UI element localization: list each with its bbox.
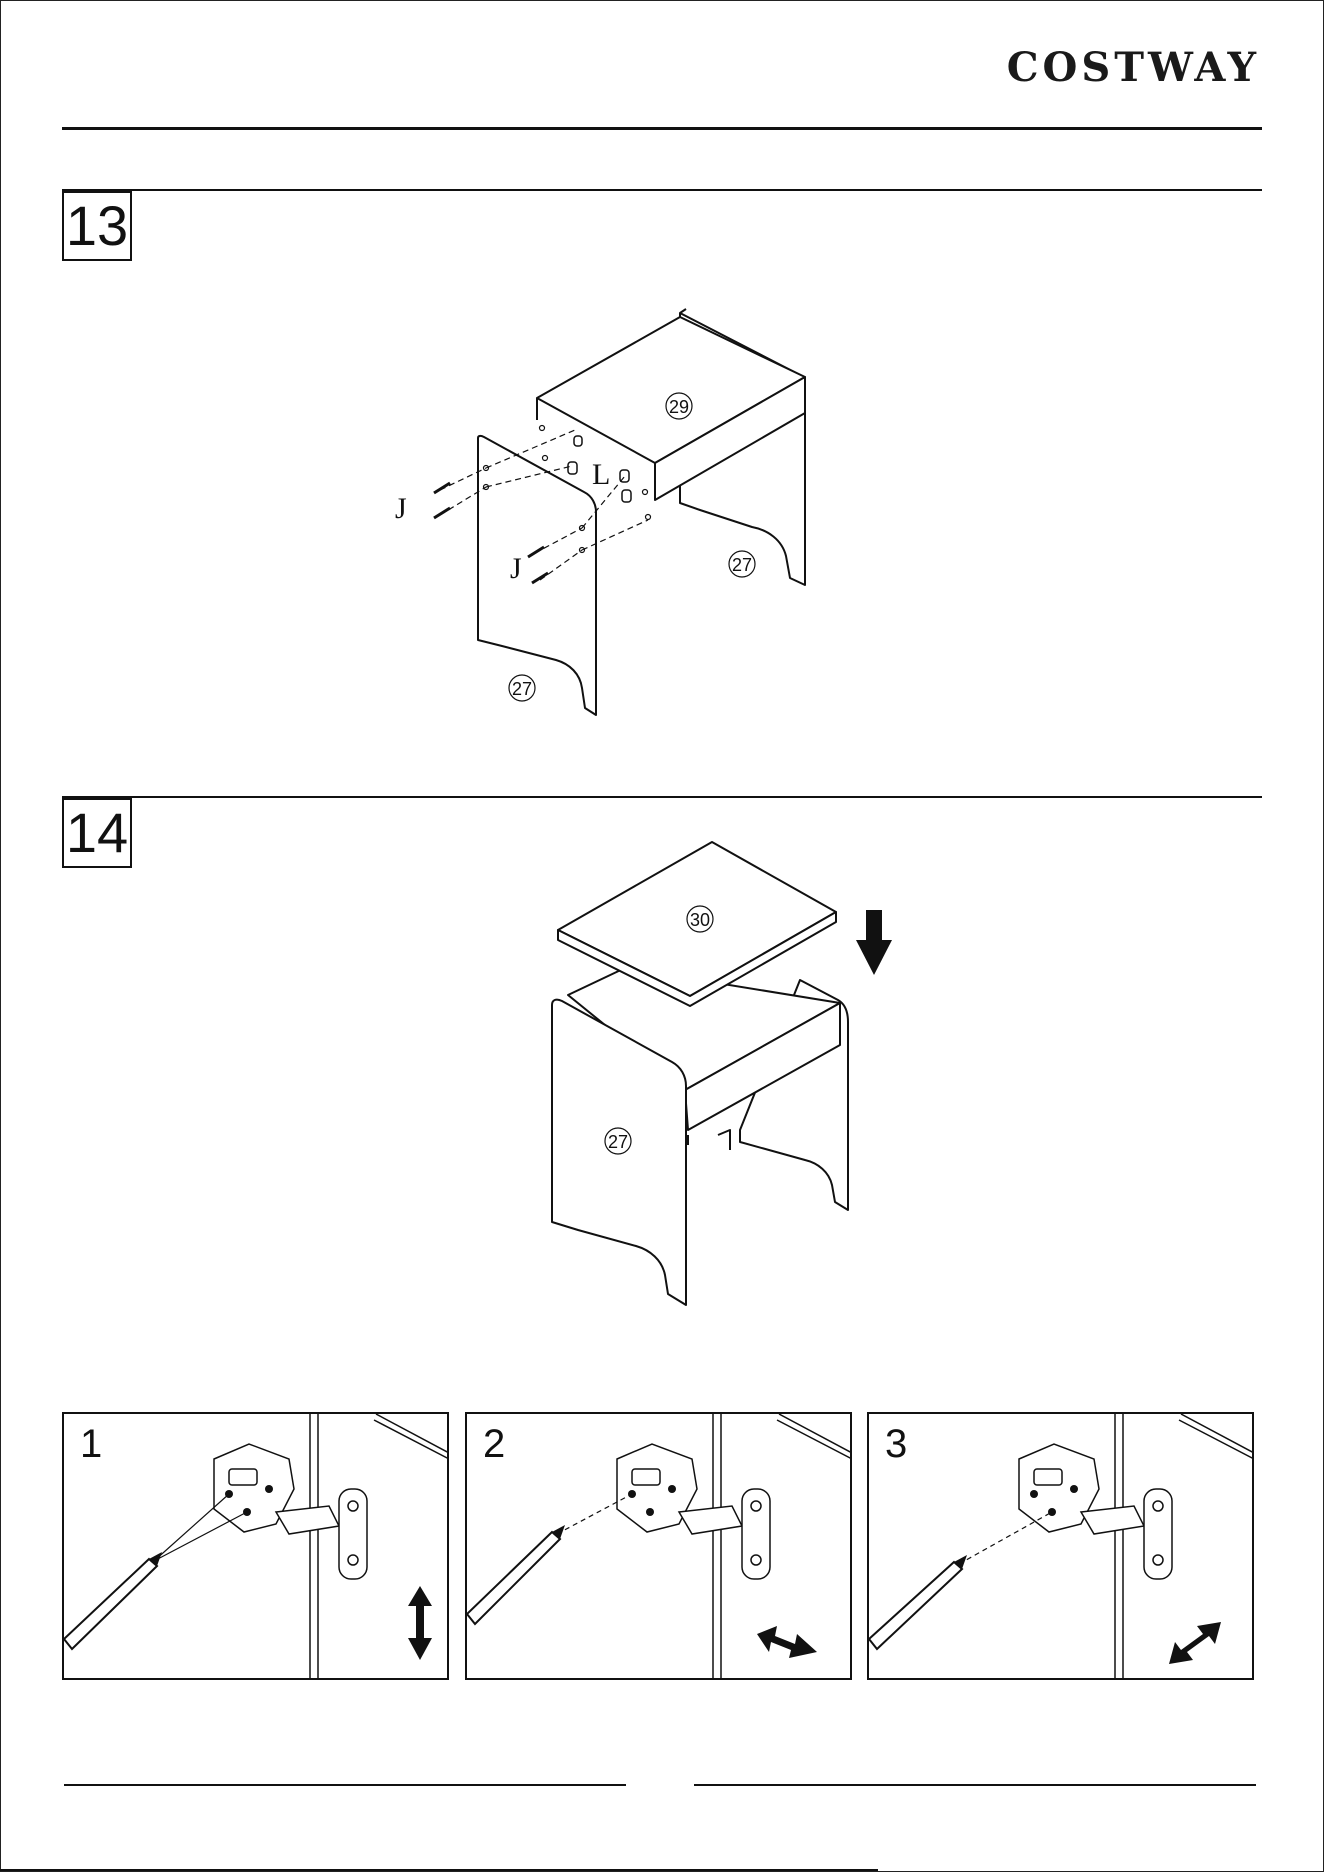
down-arrow-icon (856, 910, 892, 975)
hinge-illustration (467, 1414, 852, 1680)
bottom-edge-rule (0, 1869, 878, 1871)
step13-diagram: 29 27 27 J J L (0, 0, 1324, 760)
label-29: 29 (669, 397, 689, 417)
label-L: L (592, 458, 610, 491)
label-27-front: 27 (512, 679, 532, 699)
label-J-mid: J (510, 552, 522, 585)
hinge-illustration (869, 1414, 1254, 1680)
horizontal-arrow-icon (757, 1626, 817, 1658)
diagonal-arrow-icon (1169, 1622, 1221, 1664)
hinge-illustration (64, 1414, 449, 1680)
footer-rule-left (64, 1784, 626, 1786)
hinge-panel-3: 3 (867, 1412, 1254, 1680)
label-J-left: J (395, 492, 407, 525)
footer-rule-right (694, 1784, 1256, 1786)
label-27-back: 27 (732, 555, 752, 575)
hinge-panel-2: 2 (465, 1412, 852, 1680)
label-27: 27 (608, 1132, 628, 1152)
hinge-panel-1: 1 (62, 1412, 449, 1680)
step14-rule (62, 796, 1262, 798)
step14-diagram: 30 27 (0, 800, 1324, 1320)
label-30: 30 (690, 910, 710, 930)
vertical-arrow-icon (408, 1586, 432, 1660)
